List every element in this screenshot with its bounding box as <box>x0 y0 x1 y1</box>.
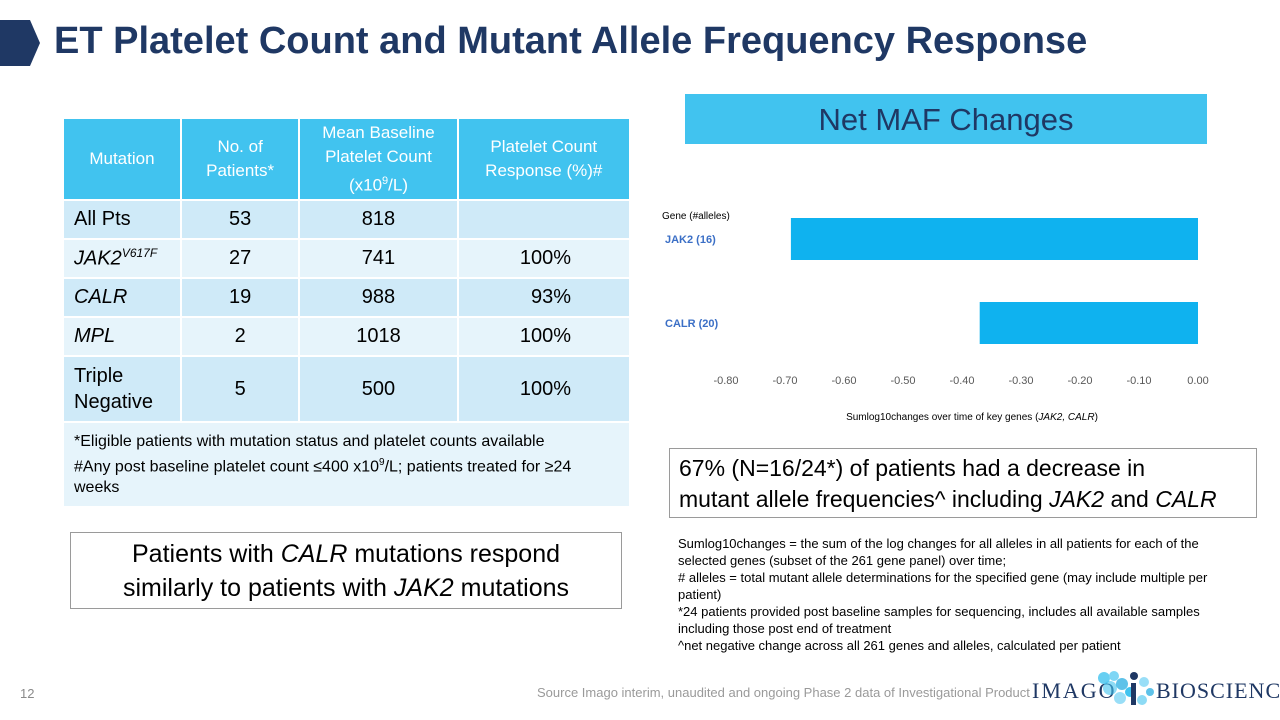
chart-tick-label: -0.80 <box>713 375 738 387</box>
cell-patients: 19 <box>179 277 301 318</box>
maf-bar-chart: Gene (#alleles) JAK2 (16) CALR (20) -0.80 -0… <box>662 211 1209 423</box>
cell-baseline: 988 <box>298 277 459 318</box>
cell-response: 100% <box>456 316 632 357</box>
cell-mutation: All Pts <box>62 199 182 240</box>
title-accent-chevron <box>0 20 40 66</box>
cell-patients: 2 <box>179 316 301 357</box>
chart-notes: Sumlog10changes = the sum of the log cha… <box>678 535 1243 654</box>
note-line: ^net negative change across all 261 gene… <box>678 638 1121 653</box>
chart-legend-title: Gene (#alleles) <box>662 211 730 222</box>
cell-baseline: 500 <box>298 355 459 423</box>
chart-tick-label: -0.40 <box>949 375 974 387</box>
maf-decrease-callout: 67% (N=16/24*) of patients had a decreas… <box>669 448 1257 518</box>
cell-baseline: 1018 <box>298 316 459 357</box>
cell-mutation: CALR <box>62 277 182 318</box>
chart-category-label: JAK2 (16) <box>665 234 716 246</box>
page-number: 12 <box>20 686 35 701</box>
chart-tick-label: 0.00 <box>1187 375 1208 387</box>
table-footnote: *Eligible patients with mutation status … <box>62 420 631 509</box>
chart-tick-label: -0.10 <box>1126 375 1151 387</box>
chart-bar <box>979 302 1198 344</box>
maf-chart-header: Net MAF Changes <box>685 94 1207 144</box>
chart-tick-label: -0.60 <box>831 375 856 387</box>
table-row: CALR 19 988 93% <box>62 277 632 318</box>
cell-baseline: 818 <box>298 199 459 240</box>
logo-bubbles-icon <box>1098 671 1154 705</box>
cell-response: 100% <box>456 238 632 279</box>
cell-response <box>456 199 632 240</box>
cell-patients: 53 <box>179 199 301 240</box>
chart-bar <box>790 218 1198 260</box>
cell-response: 100% <box>456 355 632 423</box>
col-header-mutation: Mutation <box>62 117 182 201</box>
calr-callout-box: Patients with CALR mutations respond sim… <box>70 532 622 609</box>
source-note: Source Imago interim, unaudited and ongo… <box>537 685 1030 700</box>
cell-baseline: 741 <box>298 238 459 279</box>
table-row: MPL 2 1018 100% <box>62 316 632 357</box>
note-line: Sumlog10changes = the sum of the log cha… <box>678 536 1199 568</box>
imago-biosciences-logo: IMAGO BIOSCIENCES <box>1032 668 1280 712</box>
chart-x-axis-label: Sumlog10changes over time of key genes (… <box>846 412 1098 423</box>
cell-response: 93% <box>456 277 632 318</box>
cell-mutation: JAK2V617F <box>62 238 182 279</box>
note-line: *24 patients provided post baseline samp… <box>678 604 1200 636</box>
chart-tick-label: -0.70 <box>772 375 797 387</box>
page-title: ET Platelet Count and Mutant Allele Freq… <box>54 20 1088 62</box>
chart-tick-label: -0.50 <box>890 375 915 387</box>
chart-tick-label: -0.30 <box>1008 375 1033 387</box>
chart-category-label: CALR (20) <box>665 318 719 330</box>
cell-patients: 27 <box>179 238 301 279</box>
table-footnote-row: *Eligible patients with mutation status … <box>62 420 631 509</box>
table-row: JAK2V617F 27 741 100% <box>62 238 632 279</box>
table-row: All Pts 53 818 <box>62 199 632 240</box>
cell-patients: 5 <box>179 355 301 423</box>
cell-mutation: MPL <box>62 316 182 357</box>
note-line: # alleles = total mutant allele determin… <box>678 570 1208 602</box>
chart-tick-label: -0.20 <box>1067 375 1092 387</box>
